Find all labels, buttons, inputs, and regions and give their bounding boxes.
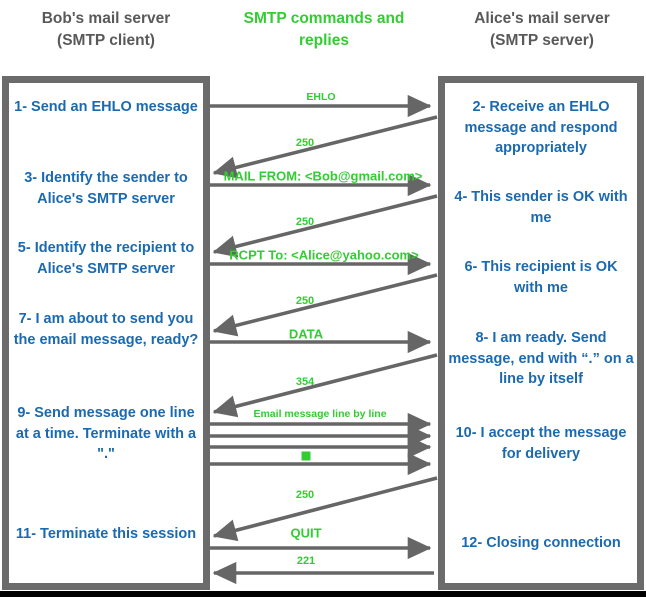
label-reply-221: 221 (296, 555, 316, 567)
arrow-reply-250-d (212, 476, 438, 542)
label-ehlo: EHLO (306, 91, 336, 103)
client-step-9: 9- Send message one line at a time. Term… (15, 405, 197, 463)
client-panel-inner: 1- Send an EHLO message 3- Identify the … (9, 83, 203, 583)
label-email-lines: Email message line by line (253, 408, 387, 420)
message-terminator-dot-icon (301, 451, 311, 461)
middle-header-line2: replies (299, 32, 349, 50)
client-step-5: 5- Identify the recipient to Alice's SMT… (17, 240, 195, 277)
server-header-line2: (SMTP server) (490, 32, 594, 50)
client-step-11: 11- Terminate this session (15, 526, 197, 542)
client-header-line2: (SMTP client) (57, 32, 155, 50)
client-panel: 1- Send an EHLO message 3- Identify the … (2, 76, 210, 590)
server-step-10: 10- I accept the message for delivery (455, 425, 627, 462)
server-header-line1: Alice's mail server (474, 10, 610, 27)
server-column-header: Alice's mail server (SMTP server) (438, 8, 646, 53)
label-quit: QUIT (290, 525, 322, 541)
label-reply-250-b: 250 (295, 216, 315, 228)
client-step-3: 3- Identify the sender to Alice's SMTP s… (24, 170, 188, 207)
server-panel-inner: 2- Receive an EHLO message and respond a… (445, 83, 637, 583)
server-step-6: 6- This recipient is OK with me (464, 259, 618, 296)
middle-header-line1: SMTP commands and (243, 10, 405, 27)
server-step-12: 12- Closing connection (461, 535, 621, 551)
label-data: DATA (288, 326, 324, 342)
server-step-2: 2- Receive an EHLO message and respond a… (464, 99, 618, 157)
server-panel: 2- Receive an EHLO message and respond a… (438, 76, 644, 590)
label-reply-354: 354 (295, 376, 315, 388)
server-step-8: 8- I am ready. Send message, end with “.… (448, 330, 634, 388)
arrow-reply-250-b (212, 194, 438, 258)
arrow-reply-250-c (212, 273, 438, 337)
client-step-7: 7- I am about to send you the email mess… (13, 311, 199, 348)
client-header-line1: Bob's mail server (41, 10, 171, 27)
bottom-bar (0, 591, 646, 597)
label-reply-250-c: 250 (295, 295, 315, 307)
arrow-reply-250-a (212, 115, 438, 179)
arrow-reply-354 (212, 353, 438, 418)
server-step-4: 4- This sender is OK with me (454, 189, 628, 226)
client-step-1: 1- Send an EHLO message (14, 99, 198, 115)
label-reply-250-a: 250 (295, 137, 315, 149)
label-reply-250-d: 250 (295, 489, 315, 501)
client-column-header: Bob's mail server (SMTP client) (2, 8, 210, 53)
middle-column-header: SMTP commands and replies (212, 8, 436, 53)
label-mail-from: MAIL FROM: <Bob@gmail.com> (223, 168, 423, 184)
label-rcpt-to: RCPT To: <Alice@yahoo.com> (229, 247, 419, 263)
